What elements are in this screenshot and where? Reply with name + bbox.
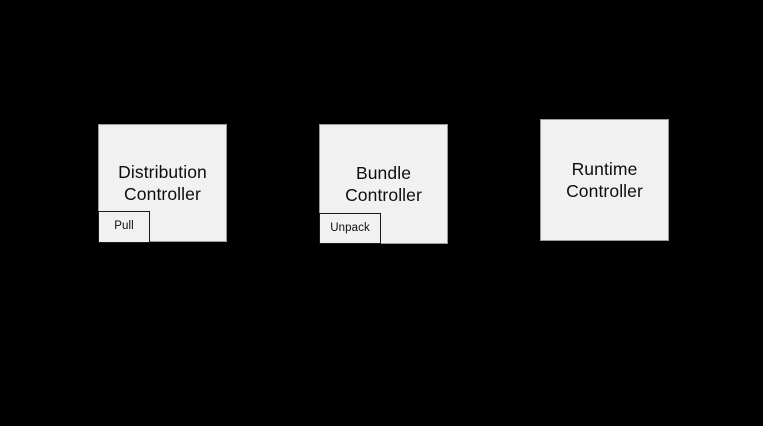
node-bundle-controller-label: Bundle Controller [345,162,422,205]
subnode-pull[interactable]: Pull [98,211,150,243]
node-runtime-controller-label: Runtime Controller [566,158,643,201]
node-runtime-controller[interactable]: Runtime Controller [540,119,669,241]
subnode-unpack-label: Unpack [330,221,370,234]
subnode-unpack[interactable]: Unpack [319,213,381,244]
node-distribution-controller-label: Distribution Controller [118,161,207,204]
subnode-pull-label: Pull [114,220,134,233]
